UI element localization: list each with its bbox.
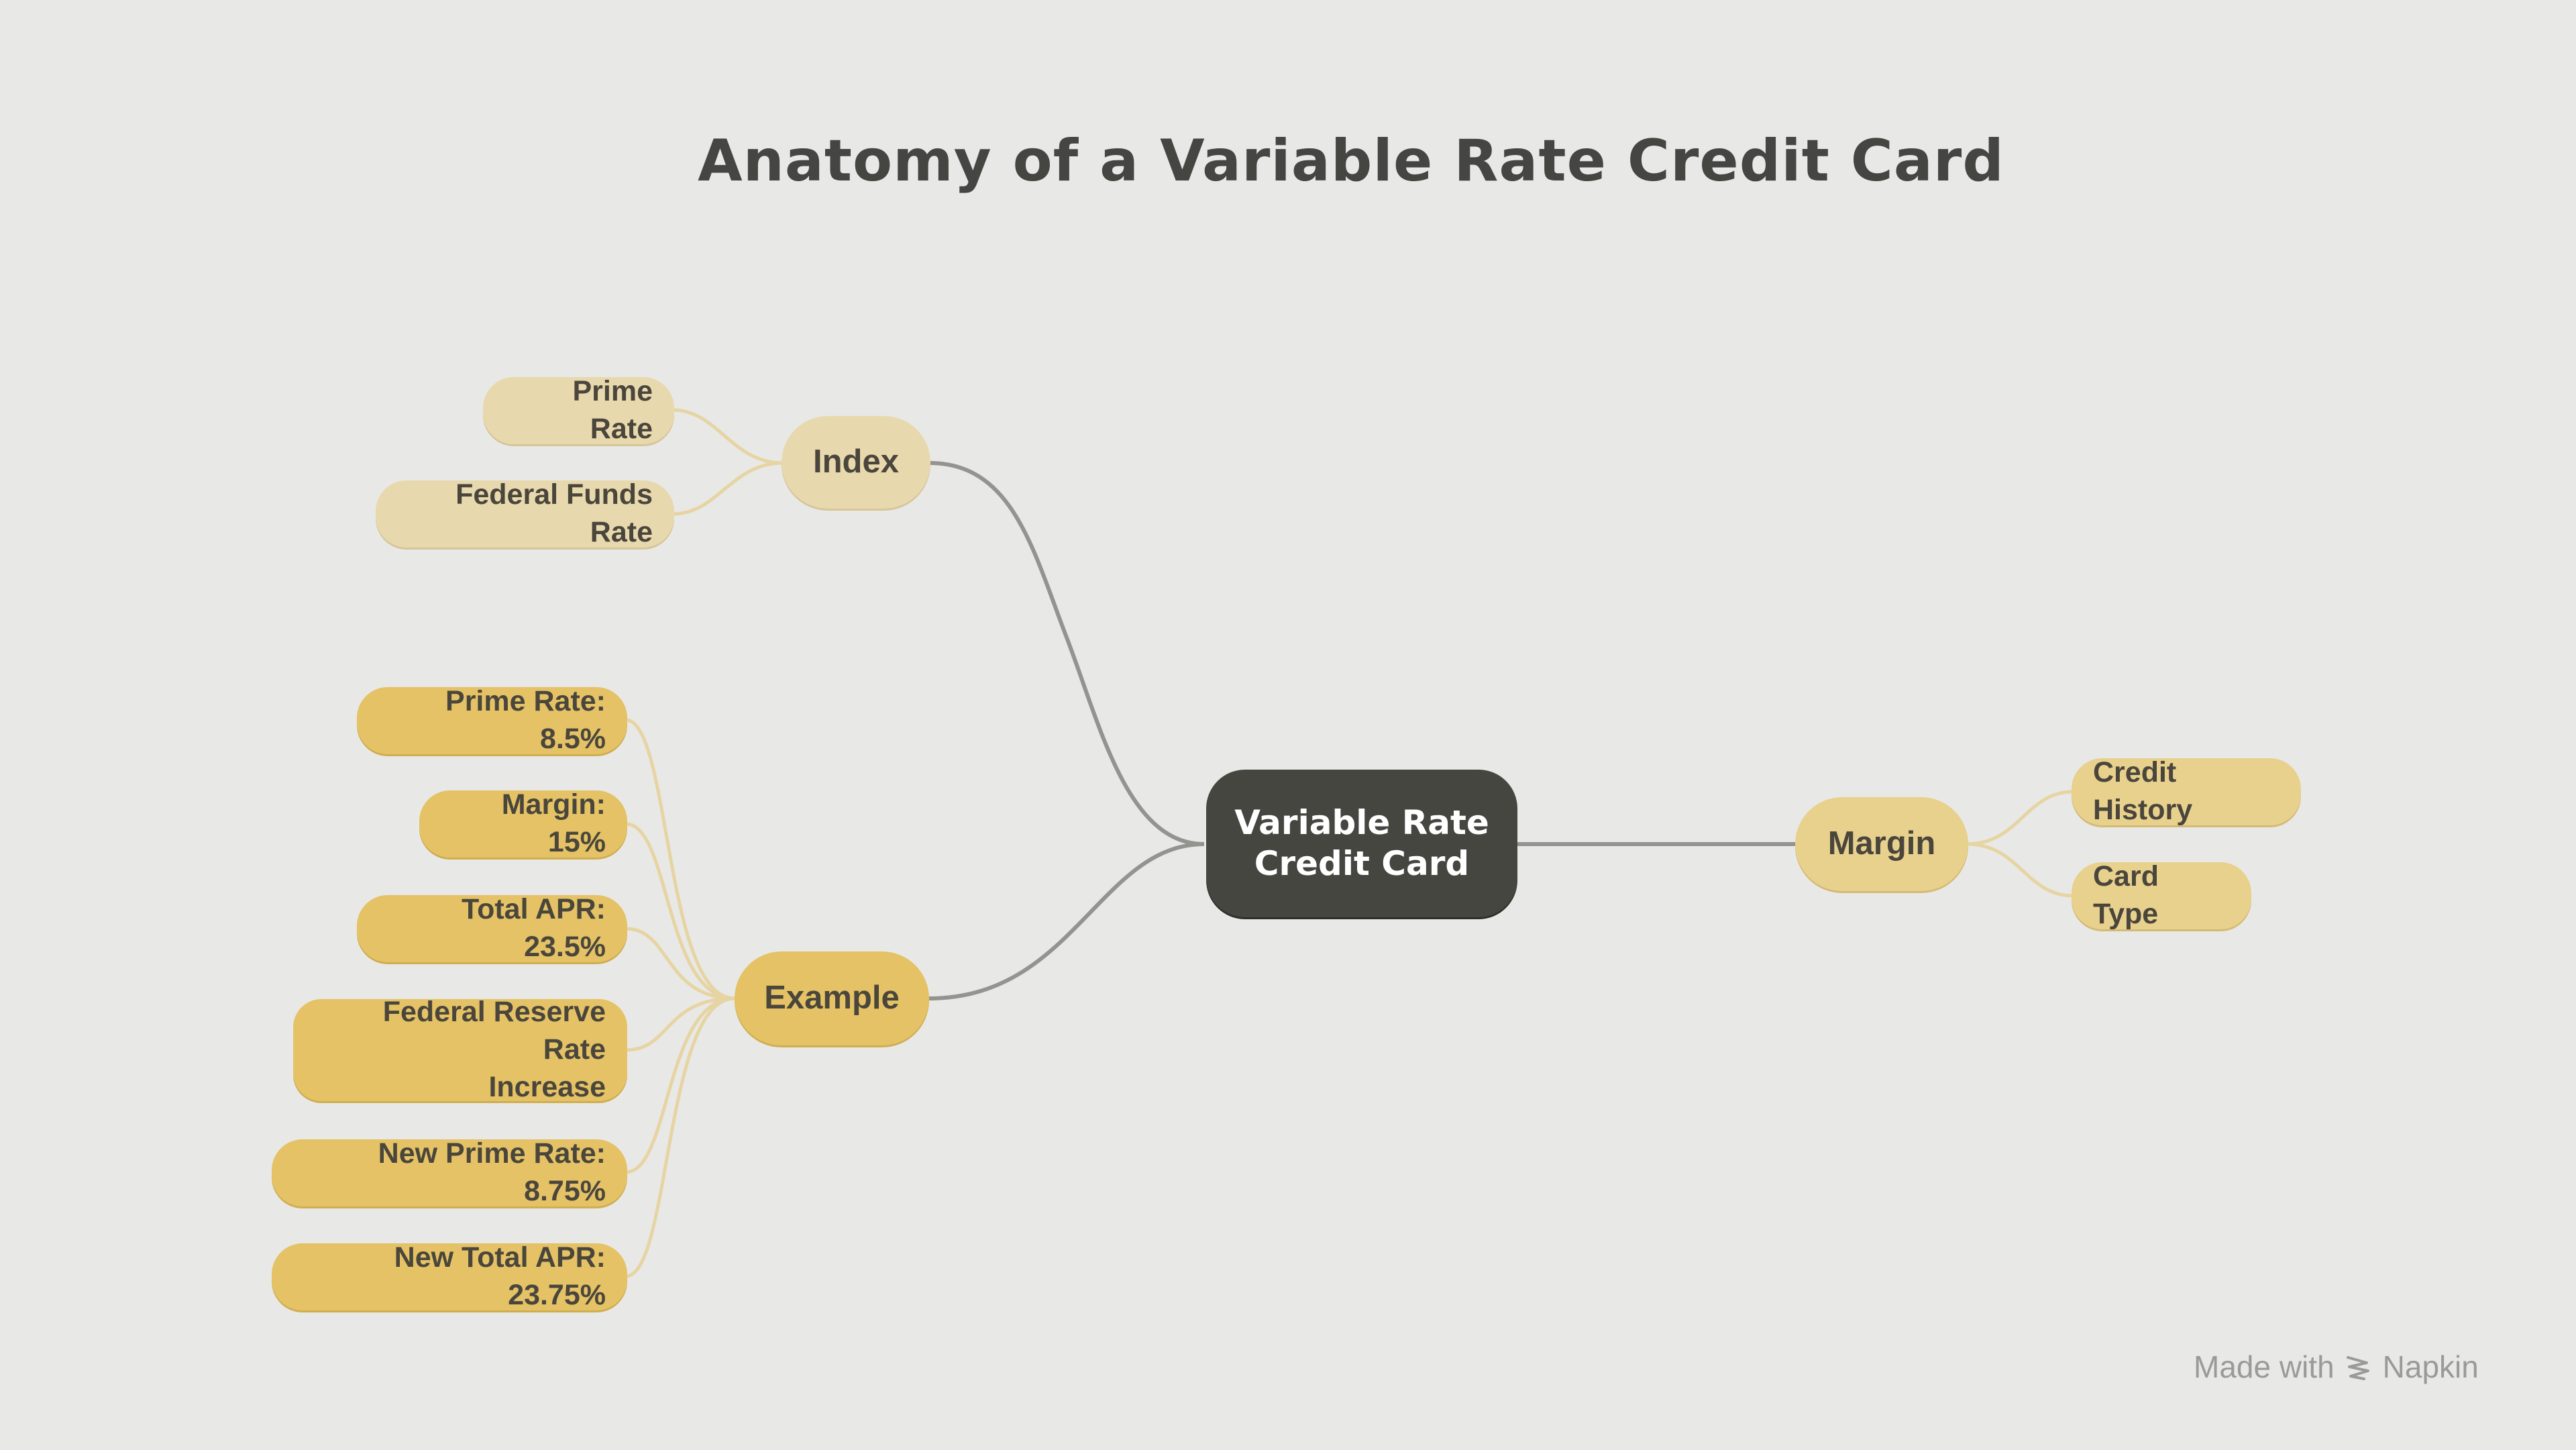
connector-center-index: [928, 461, 1205, 846]
connector-example-5: [625, 996, 735, 1174]
example-leaf-total-apr: Total APR: 23.5%: [357, 893, 627, 963]
example-leaf-fed-reserve-line2: Increase: [488, 1070, 606, 1103]
connector-example-2: [625, 822, 735, 1000]
connector-example-1: [625, 718, 735, 1000]
center-node: Variable Rate Credit Card: [1206, 770, 1517, 917]
example-leaf-new-prime-rate: New Prime Rate: 8.75%: [272, 1137, 627, 1207]
connector-example-3: [625, 927, 735, 1000]
margin-node: Margin: [1795, 797, 1968, 891]
example-leaf-fed-reserve-increase: Federal Reserve Rate Increase: [293, 996, 627, 1103]
napkin-brand-label: Napkin: [2382, 1349, 2479, 1384]
center-node-line1: Variable Rate: [1234, 803, 1489, 842]
napkin-logo-icon: [2346, 1356, 2369, 1380]
connector-margin-cardtype: [1966, 842, 2074, 898]
connector-example-4: [625, 996, 735, 1052]
connector-index-fed: [672, 461, 784, 516]
connector-center-example: [928, 842, 1205, 1000]
index-node: Index: [782, 416, 930, 509]
example-node: Example: [735, 951, 929, 1045]
diagram-title: Anatomy of a Variable Rate Credit Card: [698, 127, 2004, 195]
margin-leaf-credit-history: Credit History: [2072, 756, 2301, 826]
example-leaf-new-total-apr: New Total APR: 23.75%: [272, 1241, 627, 1311]
connector-example-6: [625, 996, 735, 1278]
connector-margin-history: [1966, 790, 2074, 846]
example-leaf-margin: Margin: 15%: [419, 788, 627, 858]
made-with-napkin-watermark: Made with Napkin: [2194, 1349, 2479, 1385]
margin-leaf-card-type: Card Type: [2072, 860, 2251, 930]
center-node-line2: Credit Card: [1254, 844, 1470, 883]
index-leaf-federal-funds-rate: Federal Funds Rate: [376, 478, 674, 548]
index-leaf-prime-rate: Prime Rate: [483, 375, 674, 445]
connector-index-prime: [672, 408, 784, 465]
example-leaf-fed-reserve-line1: Federal Reserve Rate: [382, 996, 606, 1066]
example-leaf-prime-rate: Prime Rate: 8.5%: [357, 685, 627, 755]
made-with-label: Made with: [2194, 1349, 2334, 1384]
